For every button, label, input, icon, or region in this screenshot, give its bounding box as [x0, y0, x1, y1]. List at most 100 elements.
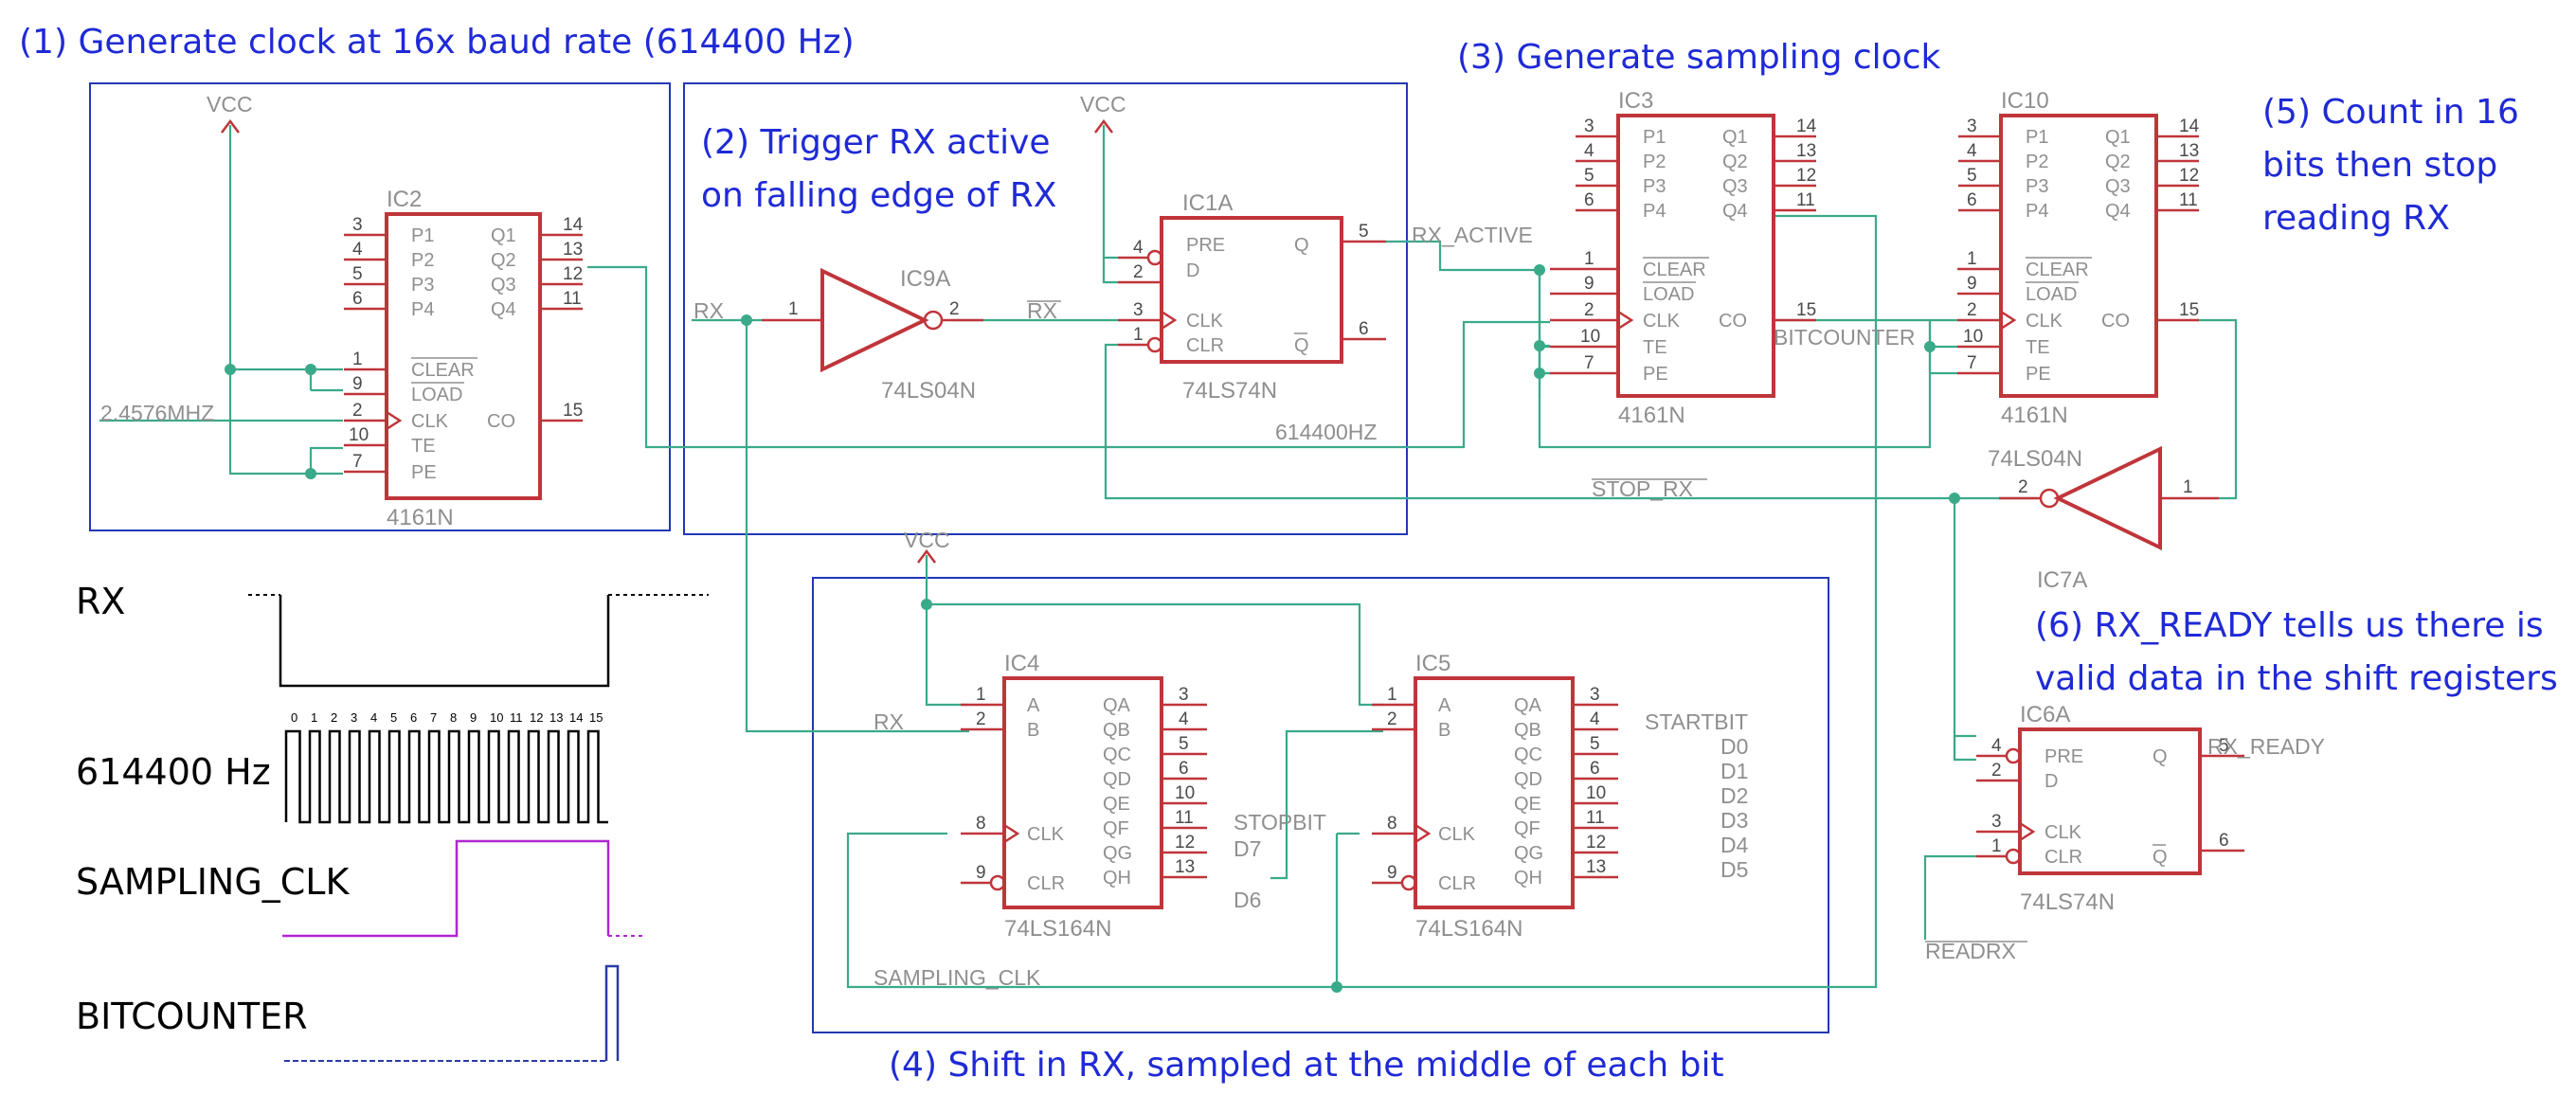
svg-text:4: 4	[1967, 141, 1977, 161]
svg-text:P4: P4	[411, 299, 434, 320]
svg-text:Q2: Q2	[1722, 152, 1748, 172]
svg-text:CO: CO	[1719, 311, 1747, 332]
svg-text:74LS74N: 74LS74N	[2020, 889, 2115, 915]
svg-text:13: 13	[563, 240, 583, 260]
svg-text:5: 5	[1967, 166, 1977, 186]
svg-text:VCC: VCC	[207, 92, 253, 117]
svg-text:2: 2	[1133, 262, 1144, 282]
net-label-stop-rx: STOP_RX	[1592, 476, 1693, 501]
svg-text:IC3: IC3	[1618, 88, 1653, 114]
svg-text:1: 1	[1133, 325, 1144, 345]
svg-text:QF: QF	[1514, 818, 1540, 839]
clock-tick-4: 4	[370, 710, 377, 725]
svg-text:CO: CO	[2101, 311, 2130, 332]
svg-text:2: 2	[352, 401, 363, 421]
svg-text:12: 12	[563, 264, 583, 284]
svg-text:P3: P3	[1643, 176, 1666, 197]
svg-text:3: 3	[1991, 812, 2002, 832]
svg-text:8: 8	[976, 814, 986, 834]
svg-text:IC2: IC2	[387, 187, 422, 212]
svg-text:9: 9	[1387, 863, 1397, 883]
svg-text:CLK: CLK	[2045, 822, 2082, 843]
svg-text:10: 10	[1586, 783, 1606, 803]
svg-text:QA: QA	[1103, 695, 1131, 716]
chip-ic10: IC10 4161N 3 4 5 6 14 13 12 11 1 9 2 10 …	[1957, 88, 2200, 428]
svg-text:CLEAR: CLEAR	[411, 360, 475, 381]
chip-ic6a: IC6A 74LS74N 4 2 3 1 5 6 PRE D CLK CLR Q…	[1976, 702, 2244, 915]
svg-text:IC1A: IC1A	[1182, 190, 1233, 216]
chip-ic4: IC4 74LS164N 1 2 8 9 3 4 5 6 10 11 12 13…	[961, 651, 1207, 942]
svg-text:74LS164N: 74LS164N	[1415, 916, 1522, 942]
clock-tick-0: 0	[291, 710, 297, 725]
svg-text:QG: QG	[1103, 843, 1132, 864]
svg-text:QH: QH	[1514, 868, 1542, 889]
svg-text:Q1: Q1	[2105, 127, 2131, 148]
net-label-osc: 2.4576MHZ	[100, 401, 214, 425]
svg-text:Q: Q	[1294, 335, 1309, 356]
clock-tick-8: 8	[450, 710, 457, 725]
svg-text:QA: QA	[1514, 695, 1542, 716]
svg-text:QD: QD	[1514, 769, 1542, 790]
caption-section-5-line-3: reading RX	[2262, 199, 2450, 238]
svg-text:1: 1	[1584, 249, 1594, 269]
net-label-614400hz: 614400HZ	[1275, 420, 1377, 444]
svg-text:9: 9	[352, 374, 363, 394]
svg-text:15: 15	[563, 401, 583, 421]
clock-tick-3: 3	[351, 710, 357, 725]
clock-tick-6: 6	[410, 710, 417, 725]
svg-text:D: D	[2045, 771, 2058, 792]
svg-text:CLK: CLK	[1438, 824, 1476, 845]
svg-text:2: 2	[976, 709, 986, 729]
svg-text:2: 2	[2018, 477, 2028, 497]
net-label-rx-ready: RX_READY	[2207, 734, 2325, 759]
net-label-d3: D3	[1720, 808, 1748, 833]
svg-text:12: 12	[2179, 166, 2199, 186]
svg-text:A: A	[1438, 695, 1451, 716]
clock-tick-13: 13	[549, 710, 563, 725]
svg-text:4161N: 4161N	[387, 505, 454, 530]
svg-text:10: 10	[1963, 327, 1983, 347]
vcc-symbol-2: VCC	[1080, 92, 1126, 134]
svg-text:74LS04N: 74LS04N	[1988, 446, 2082, 472]
net-label-startbit: STARTBIT	[1645, 709, 1748, 734]
svg-text:14: 14	[2179, 117, 2200, 136]
junctions	[225, 264, 1960, 993]
svg-text:6: 6	[1584, 190, 1594, 210]
svg-text:11: 11	[1586, 808, 1605, 828]
svg-text:7: 7	[1967, 353, 1977, 373]
svg-text:4: 4	[1590, 709, 1600, 729]
inverter-ic7a: 1 2 74LS04N IC7A	[1988, 445, 2219, 593]
caption-section-6-line-1: (6) RX_READY tells us there is	[2035, 606, 2544, 645]
svg-text:TE: TE	[411, 436, 436, 457]
timing-label-rx: RX	[76, 581, 125, 622]
svg-text:74LS04N: 74LS04N	[881, 378, 976, 404]
clock-tick-11: 11	[510, 710, 523, 725]
vcc-symbol-1: VCC	[207, 92, 253, 134]
svg-text:QF: QF	[1103, 818, 1129, 839]
section-2-frame	[683, 82, 1408, 535]
svg-text:CLK: CLK	[2026, 311, 2063, 332]
svg-text:CLR: CLR	[1438, 873, 1476, 894]
svg-text:1: 1	[2183, 477, 2193, 497]
svg-text:CLEAR: CLEAR	[2026, 260, 2089, 280]
svg-text:2: 2	[1387, 709, 1397, 729]
clock-tick-1: 1	[311, 710, 317, 725]
svg-text:A: A	[1027, 695, 1040, 716]
svg-text:13: 13	[1796, 141, 1816, 161]
svg-text:Q4: Q4	[491, 299, 516, 320]
svg-text:QB: QB	[1514, 720, 1541, 741]
sampling-clk-trace	[282, 839, 610, 938]
svg-text:QE: QE	[1103, 794, 1130, 815]
svg-text:PE: PE	[411, 462, 437, 483]
net-label-rx: RX	[694, 298, 724, 323]
svg-text:LOAD: LOAD	[2026, 284, 2077, 305]
svg-text:5: 5	[1179, 734, 1189, 754]
svg-text:CO: CO	[487, 411, 515, 432]
svg-text:P4: P4	[2026, 201, 2048, 222]
svg-text:IC9A: IC9A	[900, 266, 950, 292]
svg-text:13: 13	[1586, 857, 1606, 877]
caption-section-2-line-1: (2) Trigger RX active	[701, 123, 1051, 162]
svg-text:14: 14	[1796, 117, 1817, 136]
svg-text:PRE: PRE	[1186, 235, 1225, 256]
